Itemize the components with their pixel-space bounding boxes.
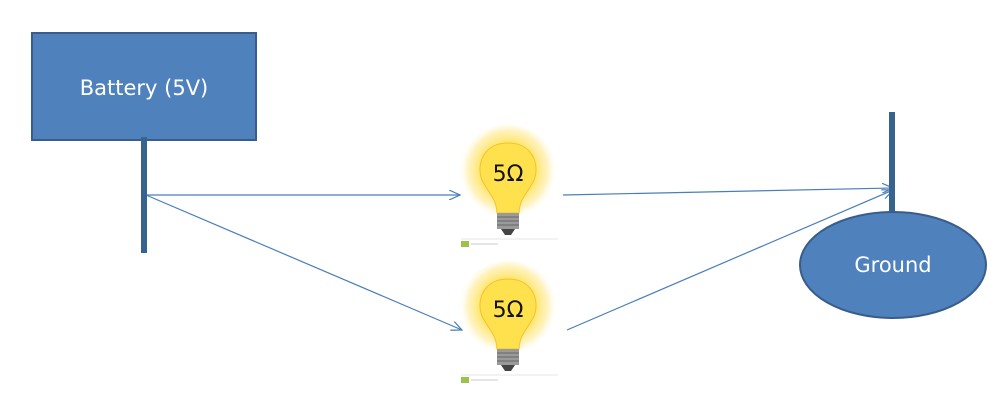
wires [145, 188, 893, 331]
ground-label: Ground [854, 253, 931, 277]
battery-label: Battery (5V) [80, 76, 209, 100]
ground-terminal [889, 112, 895, 212]
wire-bulb-2-to-ground [566, 190, 893, 331]
wire-battery-to-bulb-2 [145, 194, 462, 330]
bulb-1: 5Ω [457, 124, 559, 248]
bulb-1-resistance: 5Ω [493, 162, 524, 187]
bulb-2-resistance: 5Ω [493, 298, 524, 323]
battery-terminal [141, 137, 147, 253]
battery-box [31, 32, 257, 141]
battery: Battery (5V) [31, 32, 257, 253]
bulb-2: 5Ω [457, 260, 559, 384]
ground: Ground [799, 112, 987, 319]
wire-bulb-1-to-ground [562, 188, 893, 196]
